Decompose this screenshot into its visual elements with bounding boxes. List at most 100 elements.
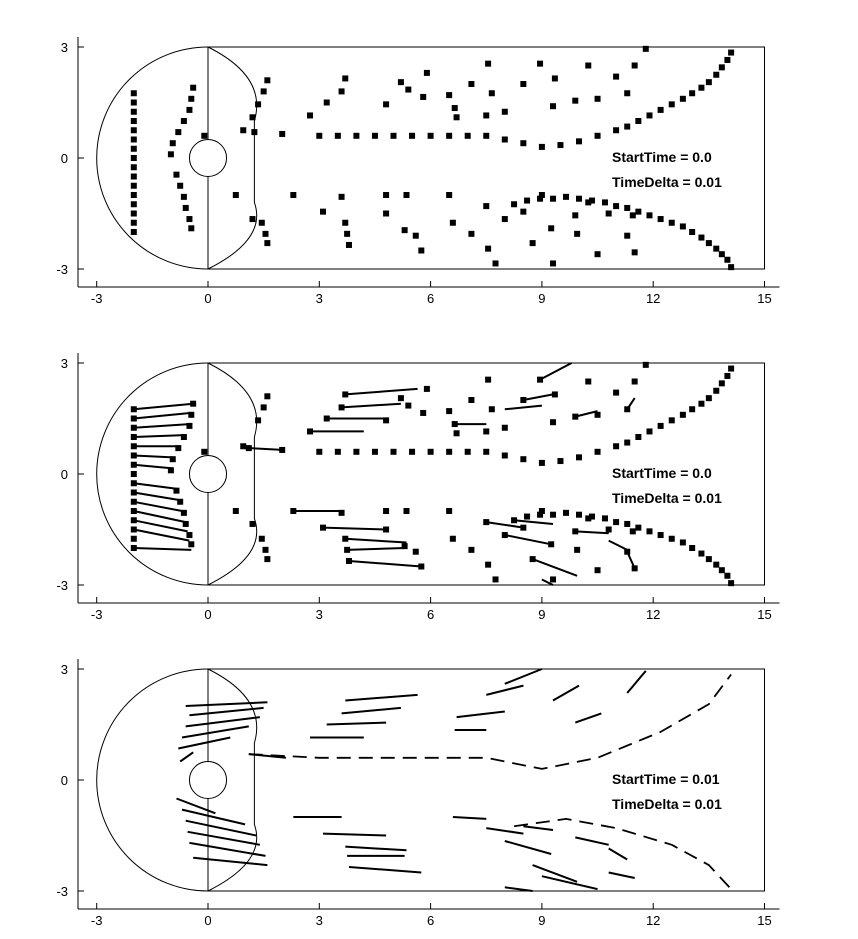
particle-marker (344, 230, 351, 237)
particle-marker (668, 535, 675, 542)
x-tick-label: 12 (646, 291, 660, 306)
particle-marker (383, 101, 390, 108)
particle-marker (724, 572, 731, 579)
streak-segment (608, 539, 628, 551)
particle-marker (537, 195, 544, 202)
particle-marker (657, 532, 664, 539)
particle-marker (624, 123, 631, 130)
particle-marker (594, 251, 601, 258)
particle-marker (713, 387, 720, 394)
particle-marker (249, 520, 256, 527)
particle-marker (576, 138, 582, 145)
particle-marker (572, 97, 579, 104)
y-tick-label: 0 (61, 151, 68, 166)
particle-marker (130, 108, 137, 115)
particle-marker (420, 93, 427, 100)
particle-marker (344, 546, 351, 553)
streak-segment (486, 684, 524, 696)
y-tick-label: 0 (61, 467, 68, 482)
semicircle-boundary (96, 46, 209, 270)
particle-marker (713, 561, 720, 568)
streak-segment (181, 808, 246, 826)
semicircle-boundary (96, 668, 209, 892)
streak-segment (133, 528, 190, 542)
streak-segment (348, 560, 422, 568)
particle-marker (724, 256, 731, 263)
particle-marker (190, 400, 197, 407)
particle-marker (449, 535, 456, 542)
particle-marker (167, 467, 174, 474)
particle-marker (576, 454, 582, 461)
streak-segment (133, 547, 192, 551)
particle-marker (698, 84, 705, 91)
particle-marker (175, 445, 182, 452)
particle-marker (550, 195, 557, 202)
streak-segment (504, 668, 543, 685)
particle-marker (180, 434, 187, 440)
particle-marker (728, 365, 735, 372)
particle-marker (624, 548, 631, 555)
particle-marker (446, 508, 453, 514)
particle-marker (631, 62, 638, 69)
particle-marker (588, 513, 595, 520)
particle-marker (446, 132, 453, 139)
streak-segment (486, 827, 524, 835)
particle-marker (537, 60, 544, 67)
particle-marker (585, 62, 592, 69)
particle-marker (657, 422, 664, 429)
particle-marker (574, 546, 581, 553)
start-time-label: StartTime = 0.0 (612, 149, 712, 165)
particle-marker (538, 192, 545, 198)
particle-marker (290, 508, 297, 514)
particle-marker (232, 508, 239, 514)
x-tick-label: 3 (316, 607, 323, 622)
particle-marker (550, 576, 557, 583)
particle-marker (338, 193, 345, 200)
particle-marker (483, 132, 490, 139)
streak-segment (452, 816, 487, 820)
streak-segment (539, 362, 573, 381)
particle-marker (251, 129, 258, 136)
particle-marker (646, 428, 653, 435)
streak-segment (185, 701, 268, 707)
particle-marker (451, 421, 458, 428)
particle-marker (182, 520, 189, 527)
particle-marker (538, 459, 545, 466)
particle-marker (307, 428, 314, 435)
particle-marker (130, 498, 137, 505)
streak-segment (189, 841, 266, 857)
particle-marker (492, 576, 499, 583)
particle-marker (182, 204, 189, 211)
particle-marker (572, 528, 579, 535)
particle-marker (550, 419, 557, 426)
particle-marker (371, 448, 378, 455)
streak-segment (178, 736, 231, 750)
streak-segment (193, 856, 268, 867)
particle-marker (403, 508, 410, 514)
particle-marker (657, 216, 664, 223)
streak-segment (541, 875, 598, 891)
particle-marker (464, 448, 471, 455)
streak-segment (532, 558, 578, 577)
particle-marker (679, 411, 686, 418)
particle-marker (594, 567, 601, 574)
particle-marker (718, 380, 725, 387)
particle-marker (572, 413, 579, 420)
particle-marker (705, 240, 712, 247)
particle-marker (576, 195, 582, 202)
particle-marker (548, 541, 555, 548)
x-tick-label: 15 (757, 913, 771, 928)
particle-marker (338, 509, 345, 516)
particle-marker (501, 136, 508, 143)
particle-marker (446, 448, 453, 455)
particle-marker (631, 378, 638, 385)
particle-marker (173, 171, 180, 178)
particle-marker (130, 201, 137, 208)
particle-marker (728, 264, 735, 271)
particle-marker (423, 385, 430, 392)
particle-marker (290, 192, 297, 198)
particle-marker (180, 509, 187, 516)
particle-marker (728, 580, 735, 587)
particle-marker (353, 132, 360, 139)
streak-segment (189, 706, 264, 717)
